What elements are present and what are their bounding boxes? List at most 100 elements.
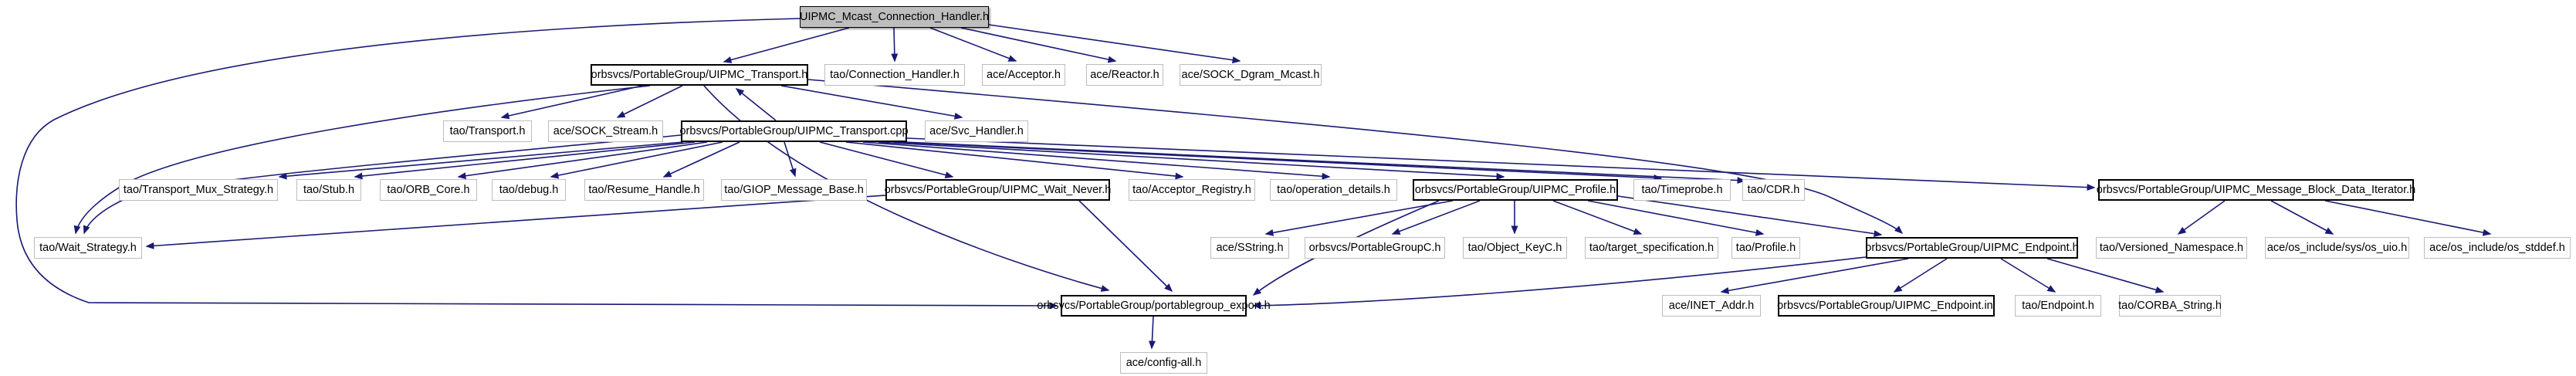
node-export[interactable]: orbsvcs/PortableGroup/portablegroup_expo… (1037, 295, 1271, 317)
edge-mcast_handler-to-uipmc_transport_h (723, 27, 850, 63)
edge-uipmc_transport_h-to-sock_stream (616, 85, 683, 118)
node-resume_handle[interactable]: tao/Resume_Handle.h (584, 179, 704, 201)
edge-mbdi-to-versioned_ns (2177, 200, 2226, 235)
edge-uipmc_transport_cpp-to-timeprobe (893, 141, 1663, 182)
edge-mcast_handler-to-acceptor (929, 27, 1017, 62)
edge-uipmc_transport_cpp-to-resume_handle (662, 141, 740, 178)
node-acceptor_registry[interactable]: tao/Acceptor_Registry.h (1129, 179, 1255, 201)
edge-mcast_handler-to-connection_handler (891, 27, 899, 63)
node-label-timeprobe: tao/Timeprobe.h (1641, 183, 1723, 196)
node-label-tao_transport: tao/Transport.h (449, 124, 526, 137)
edge-uipmc_profile-to-uipmc_endpoint_h (1617, 195, 1883, 238)
node-uipmc_transport_cpp[interactable]: orbsvcs/PortableGroup/UIPMC_Transport.cp… (679, 120, 909, 142)
node-label-uipmc_endpoint_h: orbsvcs/PortableGroup/UIPMC_Endpoint.h (1865, 241, 2079, 254)
edge-uipmc_endpoint_h-to-corba_string (2046, 258, 2165, 293)
edge-uipmc_endpoint_h-to-endpoint (2000, 258, 2056, 293)
edge-uipmc_transport_cpp-to-cdr (904, 141, 1746, 185)
node-inet_addr[interactable]: ace/INET_Addr.h (1662, 295, 1761, 317)
node-target_spec[interactable]: tao/target_specification.h (1585, 237, 1718, 259)
edge-uipmc_transport_cpp-to-uipmc_transport_h (735, 88, 777, 121)
node-label-uipmc_transport_h: orbsvcs/PortableGroup/UIPMC_Transport.h (591, 68, 808, 81)
edge-uipmc_transport_cpp-to-orb_core (457, 141, 708, 180)
node-mux_strategy[interactable]: tao/Transport_Mux_Strategy.h (119, 179, 278, 201)
node-label-stub: tao/Stub.h (303, 183, 355, 196)
edge-uipmc_endpoint_h-to-uipmc_endpoint_inl (1893, 258, 1948, 293)
node-uipmc_endpoint_inl[interactable]: orbsvcs/PortableGroup/UIPMC_Endpoint.inl (1777, 295, 1995, 317)
node-connection_handler[interactable]: tao/Connection_Handler.h (824, 64, 965, 86)
edge-uipmc_endpoint_h-to-export (1252, 256, 1867, 310)
node-label-config_all: ace/config-all.h (1126, 356, 1202, 369)
node-endpoint[interactable]: tao/Endpoint.h (2015, 295, 2101, 317)
node-svc_handler[interactable]: ace/Svc_Handler.h (925, 120, 1028, 142)
node-label-mbdi: orbsvcs/PortableGroup/UIPMC_Message_Bloc… (2096, 183, 2416, 196)
node-label-uipmc_transport_cpp: orbsvcs/PortableGroup/UIPMC_Transport.cp… (679, 124, 909, 137)
node-tao_transport[interactable]: tao/Transport.h (443, 120, 532, 142)
edge-uipmc_transport_cpp-to-mux_strategy (278, 141, 684, 180)
edge-uipmc_transport_h-to-wait_strategy (73, 85, 651, 235)
node-label-sock_dgram_mcast: ace/SOCK_Dgram_Mcast.h (1181, 68, 1320, 81)
node-profile[interactable]: tao/Profile.h (1731, 237, 1800, 259)
node-object_keyc[interactable]: tao/Object_KeyC.h (1463, 237, 1567, 259)
node-label-sstring: ace/SString.h (1216, 241, 1284, 254)
node-acceptor[interactable]: ace/Acceptor.h (982, 64, 1065, 86)
node-mcast_handler[interactable]: UIPMC_Mcast_Connection_Handler.h (800, 6, 989, 28)
edge-uipmc_transport_h-to-svc_handler (780, 85, 963, 120)
node-mbdi[interactable]: orbsvcs/PortableGroup/UIPMC_Message_Bloc… (2097, 179, 2415, 201)
edge-mbdi-to-os_stddef (2324, 200, 2492, 236)
edge-uipmc_transport_cpp-to-debug (550, 141, 723, 179)
node-label-acceptor: ace/Acceptor.h (987, 68, 1061, 81)
node-config_all[interactable]: ace/config-all.h (1120, 352, 1207, 374)
node-uipmc_endpoint_h[interactable]: orbsvcs/PortableGroup/UIPMC_Endpoint.h (1865, 237, 2079, 259)
node-label-target_spec: tao/target_specification.h (1589, 241, 1715, 254)
node-label-profile: tao/Profile.h (1735, 241, 1796, 254)
edge-wait_never-to-export (1078, 200, 1173, 293)
edge-uipmc_profile-to-portablegroupc (1391, 200, 1481, 235)
node-label-os_uio: ace/os_include/sys/os_uio.h (2266, 241, 2408, 254)
edge-uipmc_transport_cpp-to-giop_message_base (784, 141, 797, 178)
node-orb_core[interactable]: tao/ORB_Core.h (380, 179, 477, 201)
edge-export-to-config_all (1148, 316, 1156, 350)
node-label-giop_message_base: tao/GIOP_Message_Base.h (724, 183, 864, 196)
edge-uipmc_transport_cpp-to-uipmc_profile (878, 141, 1505, 180)
node-giop_message_base[interactable]: tao/GIOP_Message_Base.h (721, 179, 867, 201)
edge-uipmc_profile-to-target_spec (1552, 200, 1643, 235)
node-label-inet_addr: ace/INET_Addr.h (1668, 299, 1755, 312)
node-os_uio[interactable]: ace/os_include/sys/os_uio.h (2265, 237, 2409, 259)
node-label-reactor: ace/Reactor.h (1090, 68, 1159, 81)
node-timeprobe[interactable]: tao/Timeprobe.h (1633, 179, 1731, 201)
node-versioned_ns[interactable]: tao/Versioned_Namespace.h (2096, 237, 2247, 259)
node-label-versioned_ns: tao/Versioned_Namespace.h (2099, 241, 2244, 254)
node-uipmc_transport_h[interactable]: orbsvcs/PortableGroup/UIPMC_Transport.h (591, 64, 808, 86)
node-wait_never[interactable]: orbsvcs/PortableGroup/UIPMC_Wait_Never.h (885, 179, 1111, 201)
node-uipmc_profile[interactable]: orbsvcs/PortableGroup/UIPMC_Profile.h (1413, 179, 1618, 201)
node-label-uipmc_endpoint_inl: orbsvcs/PortableGroup/UIPMC_Endpoint.inl (1777, 299, 1995, 312)
edge-uipmc_profile-to-sstring (1264, 200, 1454, 236)
node-label-endpoint: tao/Endpoint.h (2022, 299, 2094, 312)
node-operation_details[interactable]: tao/operation_details.h (1270, 179, 1397, 201)
edge-mcast_handler-to-export (15, 18, 1058, 310)
node-label-cdr: tao/CDR.h (1747, 183, 1800, 196)
node-label-orb_core: tao/ORB_Core.h (387, 183, 470, 196)
edge-uipmc_transport_cpp-to-wait_never (819, 141, 954, 178)
node-portablegroupc[interactable]: orbsvcs/PortableGroupC.h (1305, 237, 1445, 259)
edge-uipmc_transport_h-to-tao_transport (500, 85, 643, 120)
node-corba_string[interactable]: tao/CORBA_String.h (2118, 295, 2222, 317)
node-label-acceptor_registry: tao/Acceptor_Registry.h (1132, 183, 1251, 196)
node-cdr[interactable]: tao/CDR.h (1742, 179, 1805, 201)
node-sock_dgram_mcast[interactable]: ace/SOCK_Dgram_Mcast.h (1180, 64, 1322, 86)
edge-uipmc_profile-to-profile (1587, 200, 1765, 236)
node-label-mux_strategy: tao/Transport_Mux_Strategy.h (123, 183, 274, 196)
node-label-export: orbsvcs/PortableGroup/portablegroup_expo… (1037, 299, 1271, 312)
node-debug[interactable]: tao/debug.h (492, 179, 566, 201)
node-label-wait_never: orbsvcs/PortableGroup/UIPMC_Wait_Never.h (884, 183, 1112, 196)
node-sstring[interactable]: ace/SString.h (1210, 237, 1289, 259)
node-label-resume_handle: tao/Resume_Handle.h (588, 183, 700, 196)
node-wait_strategy[interactable]: tao/Wait_Strategy.h (34, 237, 142, 259)
node-reactor[interactable]: ace/Reactor.h (1086, 64, 1163, 86)
node-sock_stream[interactable]: ace/SOCK_Stream.h (548, 120, 663, 142)
node-os_stddef[interactable]: ace/os_include/os_stddef.h (2424, 237, 2571, 259)
node-stub[interactable]: tao/Stub.h (296, 179, 361, 201)
edge-uipmc_transport_cpp-to-operation_details (862, 141, 1331, 180)
